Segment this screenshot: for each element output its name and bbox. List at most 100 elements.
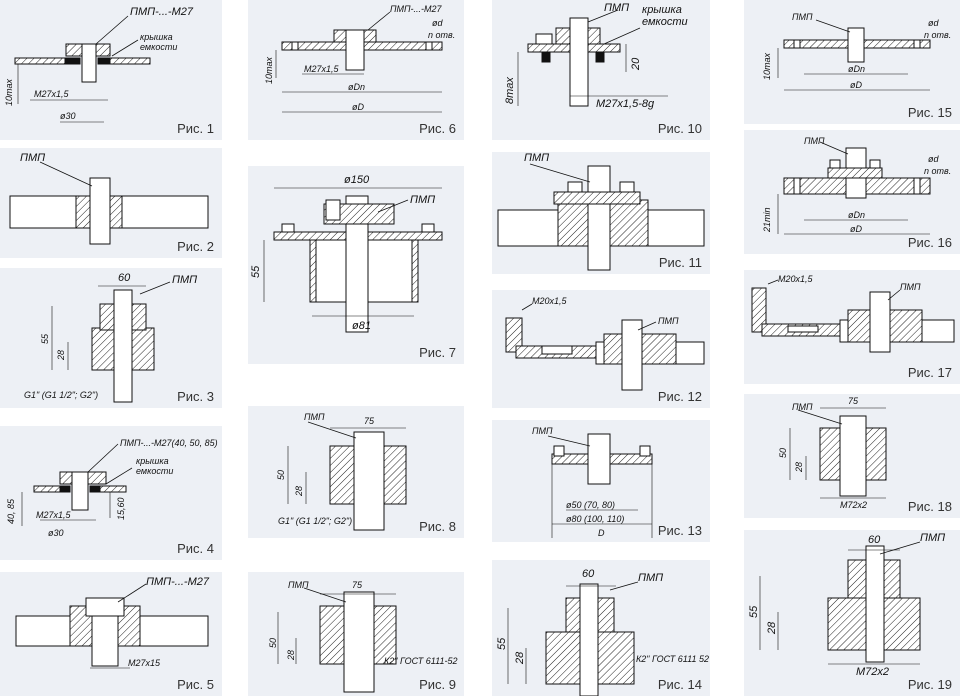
figure-13: ПМП ø50 (70, 80) ø80 (100, 110) D Рис. 1… <box>492 420 710 542</box>
figure-1-caption: Рис. 1 <box>177 121 214 136</box>
figure-9-label-thread: К2" ГОСТ 6111-52 <box>384 656 458 666</box>
figure-18-drawing <box>789 407 887 499</box>
figure-4-label-top: ПМП-...-М27(40, 50, 85) <box>120 438 218 448</box>
figure-14-label-h2: 28 <box>514 651 526 664</box>
figure-15-label-n: n отв. <box>924 30 952 40</box>
figure-1-label-dia: ø30 <box>60 111 76 121</box>
figure-13-label-top: ПМП <box>532 426 553 436</box>
figure-6-label-h: 10max <box>264 56 274 84</box>
figure-1-label-top: ПМП-...-М27 <box>130 6 193 18</box>
figure-5-label-top: ПМП-...-М27 <box>146 576 209 588</box>
figure-14-drawing <box>507 581 639 696</box>
figure-11: ПМП Рис. 11 <box>492 152 710 274</box>
figure-11-label-top: ПМП <box>524 152 550 164</box>
figure-5-drawing <box>15 583 209 669</box>
figure-1-label-cover1: крышка <box>140 32 173 42</box>
figure-6-drawing <box>275 11 443 113</box>
figure-15: ПМП ød n отв. 10max øDn øD Рис. 15 <box>744 0 960 124</box>
figure-2-label-top: ПМП <box>20 152 46 164</box>
figure-16-caption: Рис. 16 <box>907 235 952 250</box>
figure-11-drawing <box>497 163 705 271</box>
figure-10-label-thread: М27х1,5-8g <box>596 98 655 110</box>
figure-12-label-top: ПМП <box>658 316 679 326</box>
figure-9-label-top: ПМП <box>288 580 309 590</box>
figure-4-label-dia: ø30 <box>48 528 64 538</box>
figure-7-drawing <box>263 187 443 333</box>
figure-17-drawing <box>751 279 955 353</box>
figure-16-label-D: øD <box>850 224 862 234</box>
figure-15-label-top: ПМП <box>792 12 813 22</box>
figure-18-label-thread: М72х2 <box>840 500 868 510</box>
figure-8-caption: Рис. 8 <box>419 519 456 534</box>
figure-6-label-D: øD <box>352 102 364 112</box>
figure-19-drawing <box>759 541 921 665</box>
figure-10: ПМП крышка емкости 8max 20 М27х1,5-8g Ри… <box>492 0 710 140</box>
figure-12-label-thread: М20х1,5 <box>532 296 567 306</box>
figure-7-label-top: ПМП <box>410 194 436 206</box>
figure-7: ø150 ПМП 55 ø81 Рис. 7 <box>248 166 464 364</box>
figure-15-label-D: øD <box>850 80 862 90</box>
figure-3-label-h: 55 <box>40 333 50 344</box>
figure-4: ПМП-...-М27(40, 50, 85) крышка емкости 4… <box>0 426 222 560</box>
figure-14-label-thread: К2" ГОСТ 6111 52 <box>636 654 709 664</box>
figure-17-caption: Рис. 17 <box>907 365 952 380</box>
figure-7-label-dia: ø81 <box>352 320 371 332</box>
figure-16-label-n: n отв. <box>924 166 952 176</box>
figure-10-label-cover1: крышка <box>642 4 682 16</box>
figure-6-label-d: ød <box>432 18 443 28</box>
figure-17: М20х1,5 ПМП Рис. 17 <box>744 270 960 384</box>
figure-5-label-thread: М27х15 <box>128 658 161 668</box>
figure-9-label-h2: 28 <box>286 649 296 660</box>
figure-19-label-h: 55 <box>748 605 760 618</box>
figure-1-label-thread: М27х1,5 <box>34 89 69 99</box>
figure-4-label-thread: М27х1,5 <box>36 510 71 520</box>
figure-19-label-top: ПМП <box>920 532 946 544</box>
figure-6-label-thread: М27х1,5 <box>304 64 339 74</box>
figure-19-label-h2: 28 <box>766 621 778 634</box>
figure-10-label-h2: 20 <box>630 57 642 70</box>
figure-6-label-dn: øDn <box>348 82 366 92</box>
figure-9: ПМП 75 50 28 К2" ГОСТ 6111-52 Рис. 9 <box>248 572 464 696</box>
figure-10-caption: Рис. 10 <box>657 121 702 136</box>
figure-12-caption: Рис. 12 <box>657 389 702 404</box>
figure-10-label-top: ПМП <box>604 2 630 14</box>
figure-16-drawing <box>777 141 931 235</box>
figure-16-label-d: ød <box>928 154 939 164</box>
figure-13-label-D: D <box>598 528 605 538</box>
figure-3-label-h2: 28 <box>56 349 66 360</box>
figure-6-label-n: n отв. <box>428 30 456 40</box>
figure-13-drawing <box>547 433 653 538</box>
figure-15-label-h: 10max <box>762 52 772 80</box>
figure-8-label-thread: G1" (G1 1/2"; G2") <box>278 516 353 526</box>
figure-17-label-top: ПМП <box>900 282 921 292</box>
figure-6: ПМП-...-М27 ød n отв. 10max М27х1,5 øDn … <box>248 0 464 140</box>
figure-9-drawing <box>277 587 397 693</box>
figure-15-caption: Рис. 15 <box>907 105 952 120</box>
figure-8-label-top: ПМП <box>304 412 325 422</box>
figure-14-caption: Рис. 14 <box>657 677 702 692</box>
figure-12: М20х1,5 ПМП Рис. 12 <box>492 290 710 408</box>
figure-3: 60 ПМП 55 28 G1" (G1 1/2"; G2") Рис. 3 <box>0 268 222 408</box>
figure-14-label-h: 55 <box>496 637 508 650</box>
figure-10-label-h: 8max <box>504 77 516 104</box>
figure-19-label-thread: М72х2 <box>856 666 890 678</box>
figure-18-label-h2: 28 <box>794 461 804 472</box>
figure-15-drawing <box>777 19 931 91</box>
figure-7-caption: Рис. 7 <box>419 345 456 360</box>
figure-9-caption: Рис. 9 <box>419 677 456 692</box>
figure-14-label-top: ПМП <box>638 572 664 584</box>
figure-13-label-d2: ø80 (100, 110) <box>566 514 625 524</box>
figure-19-caption: Рис. 19 <box>907 677 952 692</box>
figure-18: ПМП 75 50 28 М72х2 Рис. 18 <box>744 394 960 518</box>
figure-18-caption: Рис. 18 <box>907 499 952 514</box>
figure-14-label-w: 60 <box>582 568 595 580</box>
figure-2-caption: Рис. 2 <box>177 239 214 254</box>
figure-4-caption: Рис. 4 <box>177 541 214 556</box>
figure-7-label-h: 55 <box>250 265 262 278</box>
figure-1-drawing <box>14 15 151 123</box>
figure-8-label-h: 50 <box>276 469 286 480</box>
figure-16: ПМП ød n отв. 21min øDn øD Рис. 16 <box>744 130 960 254</box>
figure-5: ПМП-...-М27 М27х15 Рис. 5 <box>0 572 222 696</box>
figure-7-label-w: ø150 <box>344 174 370 186</box>
figure-11-caption: Рис. 11 <box>658 255 702 270</box>
